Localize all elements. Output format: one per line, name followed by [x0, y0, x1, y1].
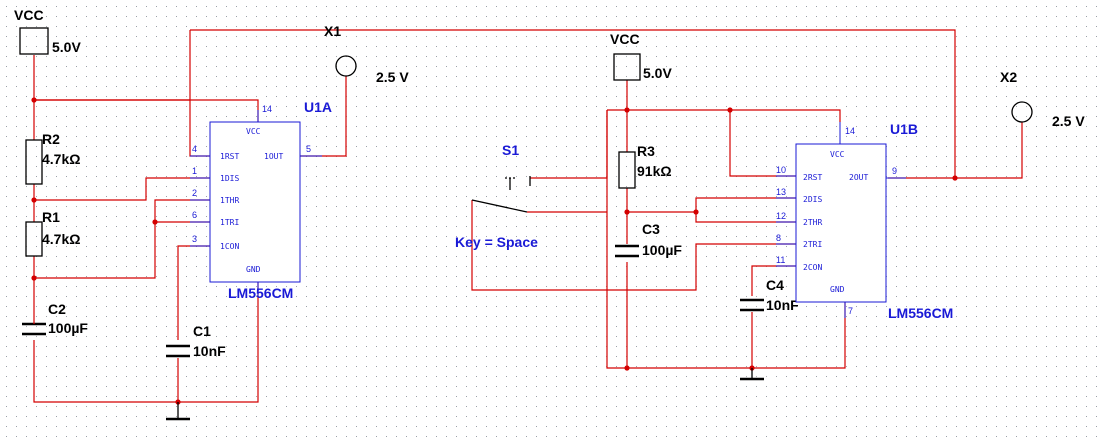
u1b-pinnum-thr: 12 — [776, 211, 786, 221]
c3-name: C3 — [642, 221, 660, 237]
u1b-pin-con: 2CON — [803, 263, 822, 272]
u1a-pinnum-dis: 1 — [192, 166, 197, 176]
u1a-pinnum-out: 5 — [306, 144, 311, 154]
u1a-pin-thr: 1THR — [220, 196, 239, 205]
resistor-r2[interactable]: R2 4.7kΩ — [25, 131, 80, 185]
c1-name: C1 — [193, 323, 211, 339]
u1b-pinnum-trg: 8 — [776, 233, 781, 243]
u1b-pin-out: 2OUT — [849, 173, 868, 182]
u1b-pinnum-vcc: 14 — [845, 126, 855, 136]
u1b-pin-trg: 2TRI — [803, 240, 822, 249]
u1b-pinnum-con: 11 — [776, 255, 785, 265]
vcc-value-right: 5.0V — [643, 65, 672, 81]
x1-name: X1 — [324, 23, 341, 39]
r2-value: 4.7kΩ — [42, 151, 80, 167]
u1a-pinnum-con: 3 — [192, 234, 197, 244]
vcc-source-left[interactable]: VCC 5.0V — [14, 7, 81, 55]
x2-name: X2 — [1000, 69, 1017, 85]
u1a-name: U1A — [304, 99, 332, 115]
c2-name: C2 — [48, 301, 66, 317]
capacitor-c1[interactable]: C1 10nF — [166, 323, 226, 359]
x1-value: 2.5 V — [376, 69, 409, 85]
r2-name: R2 — [42, 131, 60, 147]
c3-value: 100µF — [642, 242, 682, 258]
s1-name: S1 — [502, 142, 519, 158]
vcc-value-left: 5.0V — [52, 39, 81, 55]
u1b-pinnum-out: 9 — [892, 166, 897, 176]
c4-name: C4 — [766, 277, 784, 293]
u1b-pinnum-dis: 13 — [776, 187, 786, 197]
u1a-pinnum-rst: 4 — [192, 144, 197, 154]
probe-x1[interactable]: X1 2.5 V — [324, 23, 409, 85]
vcc-label-right: VCC — [610, 31, 640, 47]
ground-right — [740, 368, 764, 381]
u1a-part: LM556CM — [228, 285, 293, 301]
resistor-r3[interactable]: R3 91kΩ — [618, 143, 672, 189]
switch-s1[interactable]: S1 Key = Space — [455, 142, 538, 250]
capacitor-c2[interactable]: C2 100µF — [22, 301, 88, 336]
u1b-pin-gnd: GND — [830, 285, 845, 294]
u1a-pin-rst: 1RST — [220, 152, 239, 161]
u1b-pin-thr: 2THR — [803, 218, 822, 227]
u1b-pinnum-rst: 10 — [776, 165, 786, 175]
u1a-pin-trg: 1TRI — [220, 218, 239, 227]
vcc-label-left: VCC — [14, 7, 44, 23]
u1a-pinnum-thr: 2 — [192, 188, 197, 198]
capacitor-c4[interactable]: C4 10nF — [740, 277, 799, 313]
capacitor-c3[interactable]: C3 100µF — [615, 221, 682, 258]
probe-x2[interactable]: X2 2.5 V — [1000, 69, 1085, 129]
u1b-name: U1B — [890, 121, 918, 137]
u1a-pin-gnd: GND — [246, 265, 261, 274]
ic-u1a[interactable]: VCC GND 1RST 1DIS 1THR 1TRI 1CON 1OUT 4 … — [190, 99, 332, 301]
ic-u1b[interactable]: VCC GND 2RST 2DIS 2THR 2TRI 2CON 2OUT 10… — [776, 121, 953, 321]
ground-left — [166, 402, 190, 421]
r3-name: R3 — [637, 143, 655, 159]
u1b-pin-dis: 2DIS — [803, 195, 822, 204]
r1-value: 4.7kΩ — [42, 231, 80, 247]
u1b-pin-vcc: VCC — [830, 150, 845, 159]
r3-value: 91kΩ — [637, 163, 672, 179]
u1a-pin-dis: 1DIS — [220, 174, 239, 183]
grid-dots — [6, 6, 1097, 437]
u1b-pin-rst: 2RST — [803, 173, 822, 182]
u1b-part: LM556CM — [888, 305, 953, 321]
u1a-pin-vcc: VCC — [246, 127, 261, 136]
u1a-pin-out: 1OUT — [264, 152, 283, 161]
s1-key: Key = Space — [455, 234, 538, 250]
junction-dots — [31, 97, 958, 405]
r1-name: R1 — [42, 209, 60, 225]
u1b-pinnum-gnd: 7 — [848, 306, 853, 316]
u1a-pinnum-trg: 6 — [192, 210, 197, 220]
c2-value: 100µF — [48, 320, 88, 336]
c1-value: 10nF — [193, 343, 226, 359]
resistor-r1[interactable]: R1 4.7kΩ — [25, 209, 80, 257]
x2-value: 2.5 V — [1052, 113, 1085, 129]
u1a-pinnum-vcc: 14 — [262, 104, 272, 114]
vcc-source-right[interactable]: VCC 5.0V — [610, 31, 672, 81]
c4-value: 10nF — [766, 297, 799, 313]
u1a-pin-con: 1CON — [220, 242, 239, 251]
